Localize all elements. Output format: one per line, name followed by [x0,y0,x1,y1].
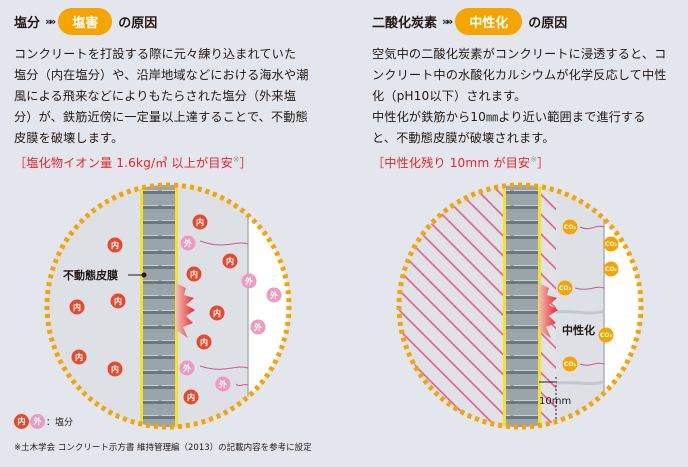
footnote: ※土木学会 コンクリート示方書 維持管理編（2013）の記載内容を参考に設定 [14,443,312,453]
chevron-icon: »» [442,14,453,28]
legend: 内 外 ：塩分 [14,414,73,429]
outer-salt-icon-label: 外 [184,238,192,248]
inner-salt-icon-label: 内 [73,302,81,312]
carbonation-panel: 二酸化炭素 »» 中性化 の原因 空気中の二酸化炭素がコンクリートに浸透すると、… [372,0,688,174]
ingress-arrows [199,240,249,387]
inner-salt-icon [192,214,208,230]
dimension-label: 10mm [539,396,572,407]
inner-salt-icon [186,266,202,282]
inner-salt-icon-label: 内 [75,352,83,362]
zoom-circle-left [44,182,292,430]
outer-salt-icon-label: 外 [245,276,253,286]
outer-salt-icon [215,376,231,392]
co2-icon-label: CO₂ [600,332,613,339]
criterion: ［塩化物イオン量 1.6kg/㎥ 以上が目安※］ [14,149,344,174]
text-line: 分）が、鉄筋近傍に一定量以上達することで、不動態 [14,110,308,124]
inner-salt-icon-label: 内 [111,240,119,250]
note-mark: ※ [530,155,538,164]
description: コンクリートを打設する際に元々練り込まれていた 塩分（内在塩分）や、沿岸地域など… [14,44,344,174]
passive-film-label: 不動態皮膜 [63,269,118,282]
co2-icon [598,327,614,343]
co2-icon [603,261,619,277]
inner-salt-icon [222,253,238,269]
co2-icon-label: CO₂ [564,361,577,368]
outer-salt-icon-label: 外 [219,379,227,389]
title-prefix: 二酸化炭素 [372,15,438,31]
text-line: 空気中の二酸化炭素がコンクリートに浸透すると、コ [372,47,667,61]
inner-salt-icon: 内 [14,414,29,429]
criterion-text: ［塩化物イオン量 1.6kg/㎥ 以上が目安 [14,156,233,171]
co2-icon [557,280,573,296]
inner-salt-icon-label: 内 [226,256,234,266]
section-title: 塩分 »» 塩害 の原因 [14,2,344,40]
criterion: ［中性化残り 10mm が目安※］ [372,149,688,174]
outer-salt-icon [266,287,282,303]
co2-icon-label: CO₂ [605,266,618,273]
chevron-icon: »» [45,14,56,28]
criterion-text: ［中性化残り 10mm が目安 [372,156,531,171]
zoom-circle-right [396,182,644,430]
co2-icon [562,356,578,372]
inner-salt-icon-label: 内 [111,364,119,374]
text-line: コンクリートを打設する際に元々練り込まれていた [14,47,297,61]
inner-salt-icon-label: 内 [196,217,204,227]
inner-salt-icon-label: 内 [187,392,195,402]
inner-salt-icon-label: 内 [213,308,221,318]
outer-salt-icon-label: 外 [270,290,278,300]
bracket: ］ [239,156,252,171]
text-line: 皮膜を破壊します。 [14,131,124,145]
inner-salt-icon [183,389,199,405]
outer-salt-icon: 外 [30,414,45,429]
outer-salt-icon [180,235,196,251]
text-line: 風による飛来などによりもたらされた塩分（外来塩 [14,89,297,103]
inner-salt-icon [107,361,123,377]
co2-icon [562,219,578,235]
co2-icon-label: CO₂ [605,241,618,248]
carbonation-label: 中性化 [562,324,595,337]
co2-icon-label: CO₂ [564,224,577,231]
co2-icon [603,236,619,252]
inner-salt-icon [71,349,87,365]
rebar [506,185,538,427]
corrosion-burst-icon [176,283,195,338]
inner-salt-icon [209,305,225,321]
outer-salt-icon [179,360,195,376]
salt-damage-panel: 塩分 »» 塩害 の原因 コンクリートを打設する際に元々練り込まれていた 塩分（… [14,0,344,174]
inner-salt-icon [110,293,126,309]
text-line: 塩分（内在塩分）や、沿岸地域などにおける海水や潮 [14,68,309,82]
inner-salt-icon-label: 内 [200,337,208,347]
text-line: ンクリート中の水酸化カルシウムが化学反応して中性 [372,68,667,82]
title-prefix: 塩分 [14,15,41,31]
inner-salt-icon [107,237,123,253]
text-line: 化（pH10以下）されます。 [372,89,527,103]
description: 空気中の二酸化炭素がコンクリートに浸透すると、コ ンクリート中の水酸化カルシウム… [372,44,688,174]
outer-salt-icon-label: 外 [183,363,191,373]
legend-text: ：塩分 [46,418,74,428]
title-pill: 中性化 [455,7,523,35]
text-line: 中性化が鉄筋から10㎜より近い範囲まで進行する [372,110,646,124]
title-pill: 塩害 [58,7,113,35]
title-suffix: の原因 [118,15,158,31]
section-title: 二酸化炭素 »» 中性化 の原因 [372,2,688,40]
bracket: ］ [537,156,550,171]
co2-icon-label: CO₂ [559,285,572,292]
corrosion-burst-icon [539,283,558,338]
inner-salt-icon-label: 内 [190,269,198,279]
inner-salt-icon [69,299,85,315]
inner-salt-icon-label: 内 [114,296,122,306]
rebar [143,185,175,427]
title-suffix: の原因 [528,15,568,31]
inner-salt-icon [196,334,212,350]
text-line: と、不動態皮膜が破壊されます。 [372,131,555,145]
outer-salt-icon [250,319,266,335]
outer-salt-icon [241,273,257,289]
outer-salt-icon-label: 外 [254,322,262,332]
note-mark: ※ [232,155,240,164]
